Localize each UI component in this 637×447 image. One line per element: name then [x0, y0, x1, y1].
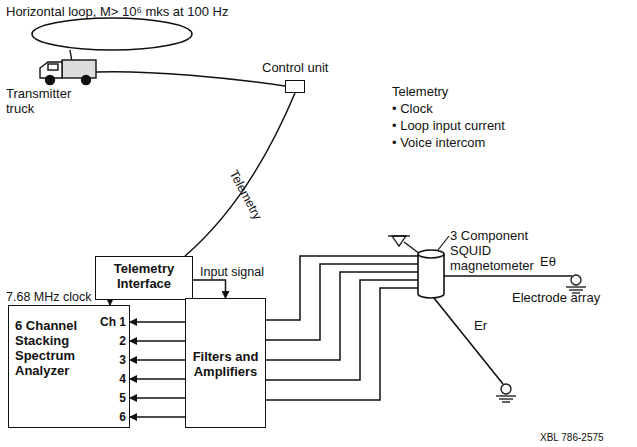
truck-icon [40, 60, 96, 85]
text-label: Electrode array [512, 290, 600, 305]
text-label: • Voice intercom [392, 135, 485, 150]
transmitter-loop [32, 18, 192, 50]
channel-label: 4 [96, 372, 126, 387]
channel-label: 6 [96, 410, 126, 425]
text-label: Telemetry [392, 84, 448, 99]
text-label: XBL 786-2575 [540, 430, 604, 445]
channel-label: 2 [96, 334, 126, 349]
squid-cylinder: 3 Component SQUID magnetometer [418, 250, 444, 298]
node-text: Control unit [262, 60, 328, 75]
channel-label: 3 [96, 353, 126, 368]
edge-label: 7.68 MHz clock [4, 290, 93, 304]
cylinder-outline [418, 250, 444, 298]
node-text: Telemetry Interface [96, 257, 192, 295]
channel-label: Ch 1 [96, 315, 126, 330]
electrode-wire [434, 298, 503, 384]
edge-label: Input signal [198, 265, 266, 279]
connector [266, 288, 418, 400]
connector [130, 397, 185, 399]
connector [130, 321, 185, 323]
node-text: 3 Component SQUID magnetometer [450, 228, 554, 273]
electrode-symbol [496, 384, 516, 402]
control-box: Control unit [285, 80, 305, 93]
edge-label: Telemetry [226, 166, 266, 224]
electrode-wire [444, 275, 572, 277]
connector [266, 272, 418, 360]
node-text: Filters and Amplifiers [186, 299, 265, 383]
connector [130, 340, 185, 342]
text-label: Transmitter truck [6, 86, 76, 116]
channel-label: 5 [96, 391, 126, 406]
text-label: Er [474, 318, 487, 333]
connector [193, 280, 226, 298]
connector [266, 280, 418, 380]
connector [266, 264, 418, 340]
process-box: Telemetry Interface [95, 256, 193, 300]
connector [185, 93, 295, 256]
text-label: • Clock [392, 101, 433, 116]
text-label: • Loop input current [392, 118, 505, 133]
connector [130, 378, 185, 380]
text-label: Horizontal loop, M> 10⁶ mks at 100 Hz [6, 4, 228, 19]
ground-symbol [388, 236, 420, 254]
text-label: Eθ [540, 254, 556, 269]
connector [130, 359, 185, 361]
leader-line [438, 236, 449, 250]
node-text: 6 Channel Stacking Spectrum Analyzer [9, 306, 99, 378]
process-box: Filters and Amplifiers [185, 298, 266, 428]
control-cable [96, 72, 285, 86]
connector [130, 416, 185, 418]
